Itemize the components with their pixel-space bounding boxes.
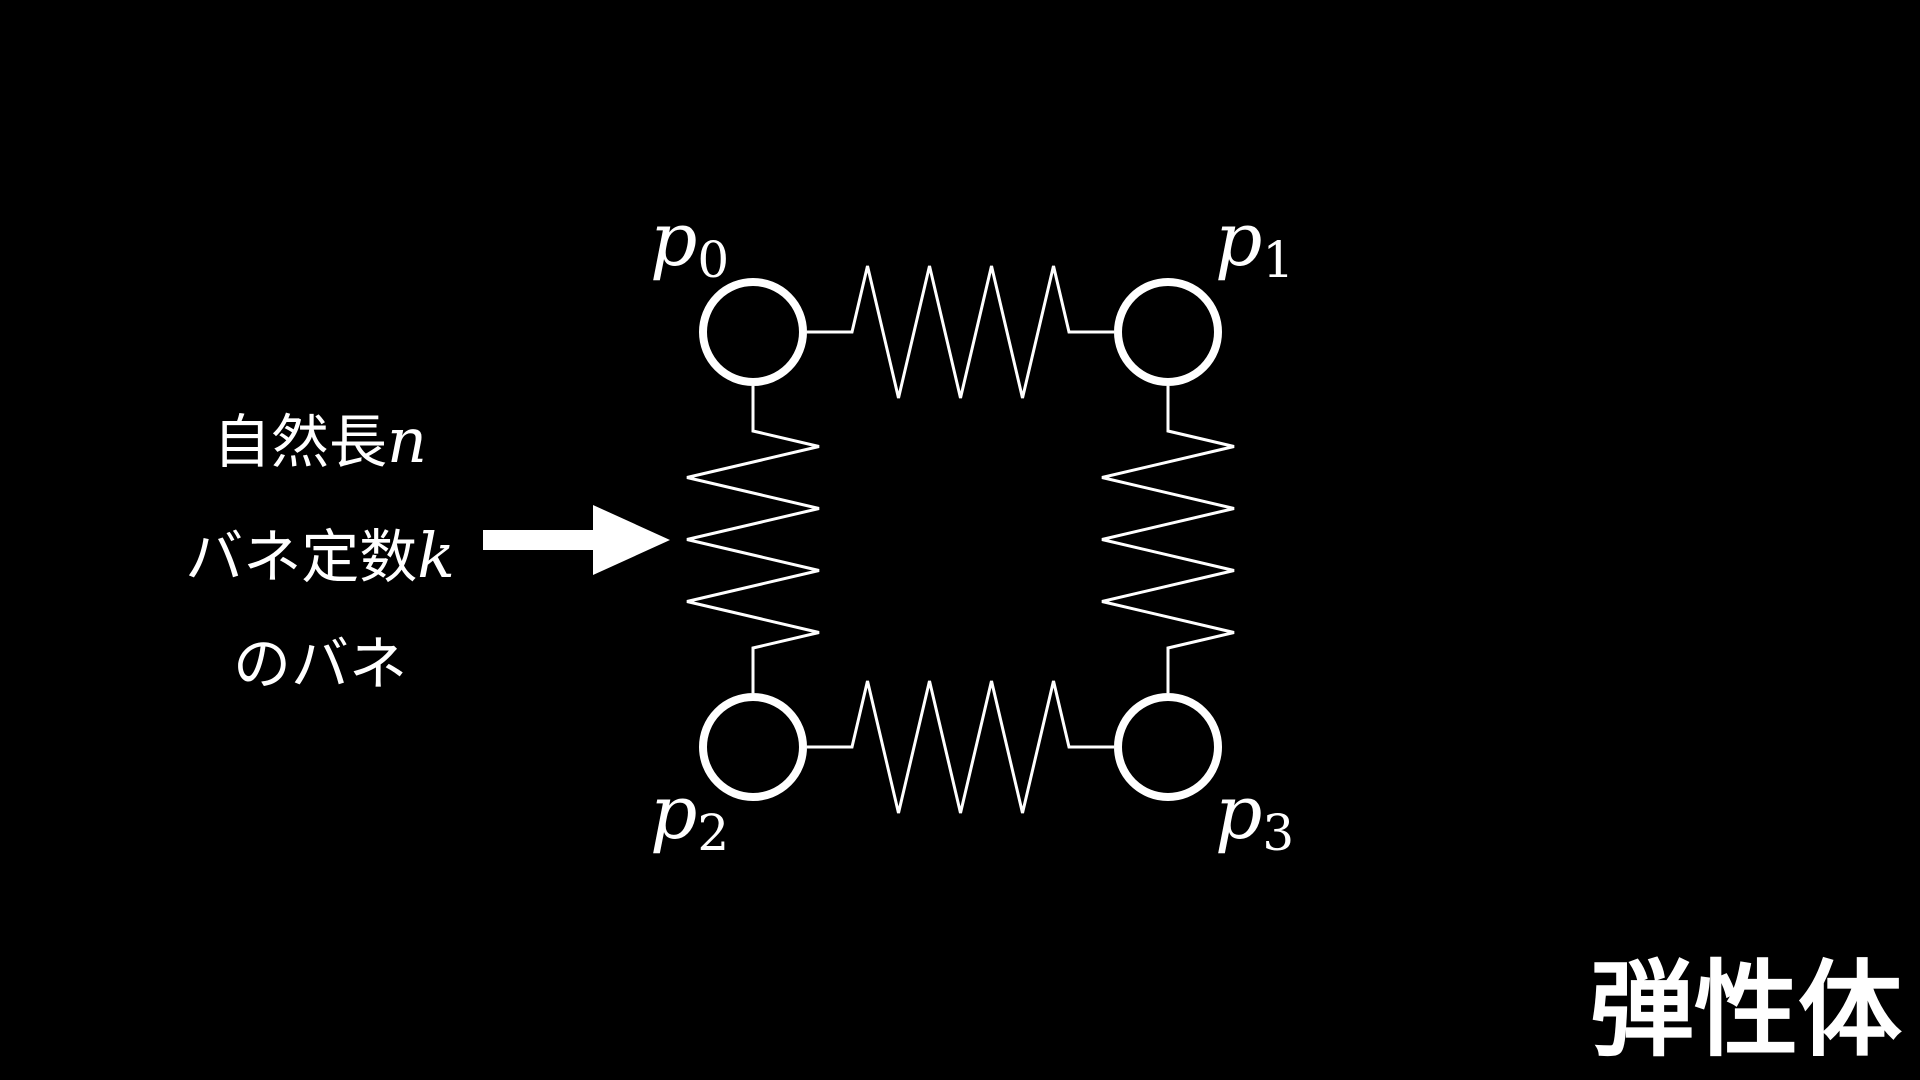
springs-group: [686, 265, 1235, 814]
page-title: 弾性体: [1589, 949, 1902, 1071]
spring-p0-p2: [686, 386, 820, 693]
node-circle-p0: [699, 278, 807, 386]
caption-spring-constant-text: バネ定数: [185, 523, 418, 591]
node-p1: p1: [1114, 197, 1294, 386]
node-circle-p2: [699, 693, 807, 801]
node-circle-p3: [1114, 693, 1222, 801]
spring-constant-variable: k: [417, 519, 455, 592]
node-p3: p3: [1114, 693, 1294, 862]
node-label-p2: p2: [650, 770, 729, 862]
caption-of-spring: のバネ: [140, 635, 500, 693]
node-label-p0: p0: [650, 197, 729, 289]
spring-p2-p3: [807, 680, 1114, 814]
natural-length-variable: n: [387, 404, 427, 477]
caption-natural-length-text: 自然長: [213, 408, 388, 476]
node-p0: p0: [650, 197, 807, 386]
node-circle-p1: [1114, 278, 1222, 386]
caption-spring-constant: バネ定数k: [140, 525, 500, 587]
arrow-icon: [483, 505, 670, 575]
spring-p0-p1: [807, 265, 1114, 399]
caption-of-spring-text: のバネ: [232, 630, 407, 698]
node-label-p1: p1: [1215, 197, 1294, 289]
caption-natural-length: 自然長n: [140, 410, 500, 472]
node-p2: p2: [650, 693, 807, 862]
node-label-p3: p3: [1215, 770, 1294, 862]
spring-p1-p3: [1101, 386, 1235, 693]
